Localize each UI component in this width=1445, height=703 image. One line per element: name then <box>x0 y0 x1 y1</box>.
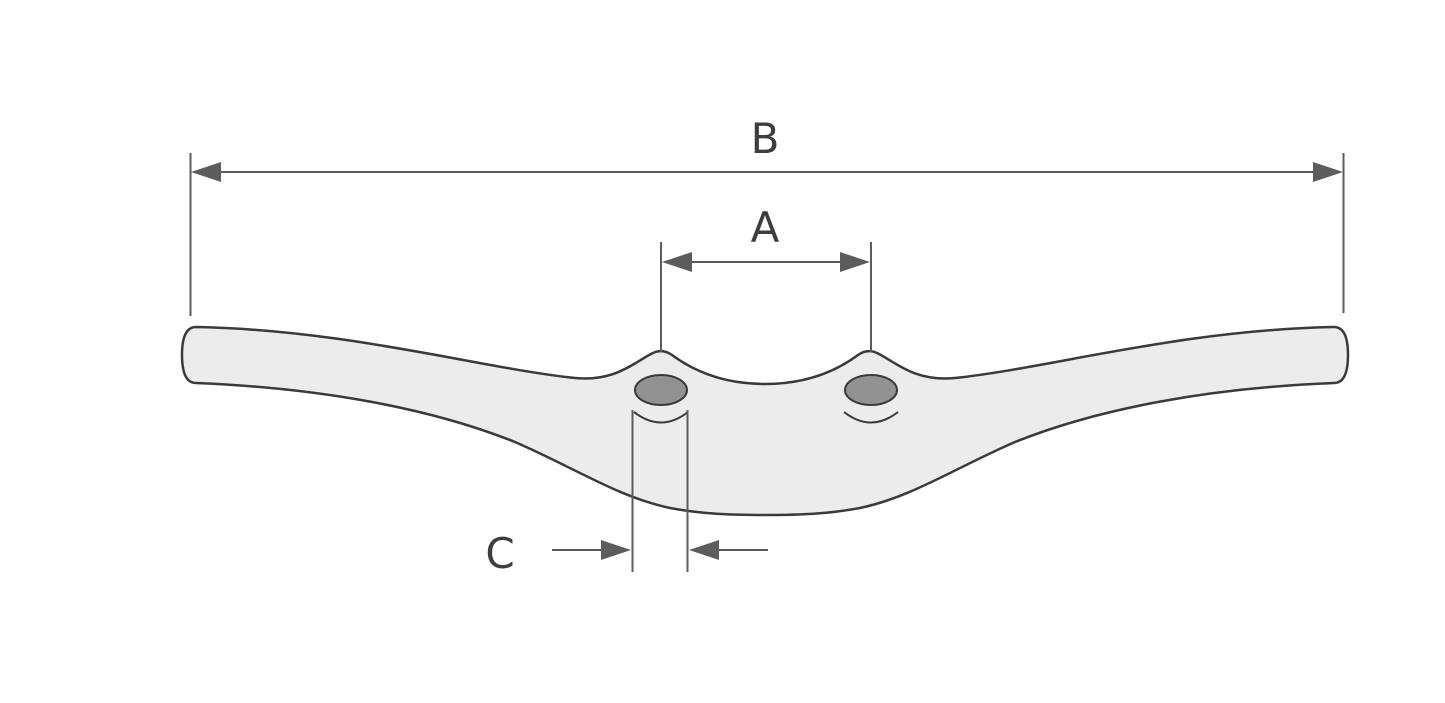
dimension-b: B <box>189 114 1345 316</box>
dimension-c-label: C <box>485 529 514 578</box>
mounting-hole-left <box>634 374 688 406</box>
arrowhead-left-icon <box>191 162 221 182</box>
mounting-hole-right <box>844 374 898 406</box>
hole-underside-arc-right <box>843 411 899 424</box>
arrowhead-left-icon <box>662 252 692 272</box>
cleat-body <box>180 325 1350 517</box>
dimension-b-label: B <box>751 114 780 163</box>
dimension-c: C <box>485 410 768 578</box>
arrowhead-right-icon <box>601 540 631 560</box>
dimension-a-label: A <box>751 203 780 252</box>
arrowhead-right-icon <box>840 252 870 272</box>
arrowhead-left-icon <box>689 540 719 560</box>
cleat-part <box>180 325 1350 517</box>
hole-underside-arc-left <box>633 411 689 424</box>
dimension-a: A <box>660 203 872 352</box>
arrowhead-right-icon <box>1313 162 1343 182</box>
